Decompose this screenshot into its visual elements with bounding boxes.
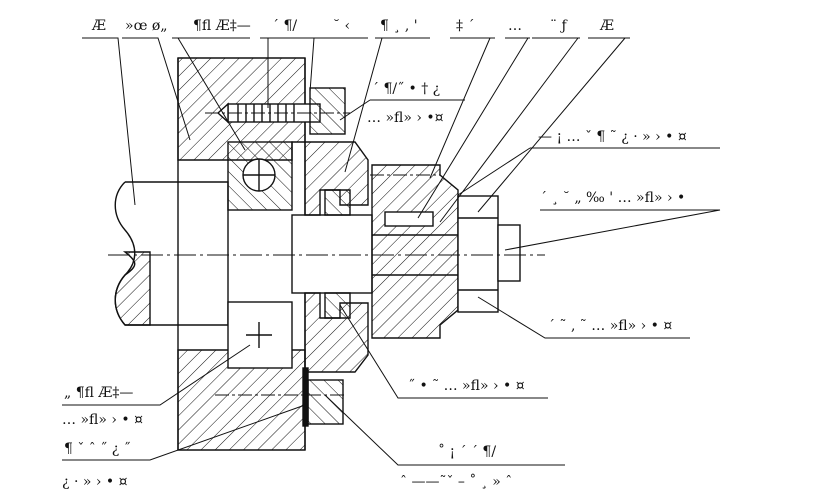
- label-r4: ´ ˜ ‚ ˜ … »fl» › • ¤: [548, 318, 672, 334]
- label-top-10: Æ: [599, 18, 614, 34]
- label-b1-bottom: ˆ ——˜ˇ – ˚ ¸ » ˆ: [400, 473, 512, 490]
- label-top-9: ¨ ƒ: [550, 18, 568, 34]
- key: [384, 211, 434, 227]
- leader-top-3: [172, 37, 250, 151]
- label-l1-bottom: … »fl» › • ¤: [62, 412, 143, 428]
- leader-top-10: [477, 37, 630, 213]
- leader-top-1: [82, 37, 136, 206]
- bolt-head: [309, 87, 346, 135]
- leader-r2: [457, 147, 720, 196]
- label-top-8: …: [508, 18, 522, 34]
- label-top-5: ˘ ‹: [333, 18, 350, 34]
- leader-b1: [324, 394, 565, 466]
- label-r3: ´ ¸ ˘ „ ‰ ' … »fl» › •: [540, 190, 685, 206]
- label-l2-top: ¶ ˇ ˆ ˝ ¿ ˝: [64, 441, 131, 457]
- label-top-6: ¶ ¸ ‚ ': [380, 18, 418, 34]
- leader-top-5: [309, 37, 368, 93]
- label-r1-bottom: … »fl» › •¤: [367, 110, 444, 126]
- label-top-4: ´ ¶/: [272, 18, 297, 34]
- label-top-3: ¶fl Æ‡—: [193, 18, 251, 34]
- leader-top-2: [122, 37, 191, 141]
- felt-seal-upper: [324, 189, 351, 216]
- label-top-1: Æ: [91, 18, 106, 34]
- leader-top-4: [260, 37, 318, 108]
- leader-r3: [504, 209, 721, 251]
- label-l2-bottom: ¿ · » › • ¤: [62, 474, 128, 490]
- leader-top-8: [417, 37, 530, 219]
- leader-l1: [62, 344, 251, 406]
- leader-top-7: [429, 37, 495, 179]
- leader-r4: [477, 296, 690, 339]
- lower-cover-block: [307, 379, 344, 425]
- washer: [457, 195, 499, 313]
- shaft: [125, 181, 229, 326]
- label-l1-top: „ ¶fl Æ‡—: [64, 385, 133, 401]
- label-r5: ˝ • ˜ … »fl» › • ¤: [408, 378, 525, 394]
- label-r1-top: ´ ¶/˝ • † ¿: [372, 81, 440, 97]
- label-b1-top: ˚ ¡ ´ ´ ¶/: [438, 443, 496, 460]
- label-top-2: »œ ø„: [125, 18, 168, 34]
- label-top-7: ‡ ´: [456, 18, 474, 34]
- gasket: [302, 367, 309, 427]
- leader-top-6: [344, 37, 430, 173]
- shaft-step: [291, 214, 373, 294]
- leader-r5: [339, 304, 548, 399]
- end-cover-lower: [304, 292, 369, 373]
- bearing-lower: [227, 301, 293, 369]
- label-r2: — ¡ … ˇ ¶ ˜ ¿ · » › • ¤: [538, 129, 687, 145]
- gear-hub: [371, 164, 459, 339]
- nut: [497, 224, 521, 282]
- leader-l2: [62, 404, 306, 461]
- shaft-break-hatch: [114, 251, 151, 326]
- leader-r1: [339, 99, 465, 121]
